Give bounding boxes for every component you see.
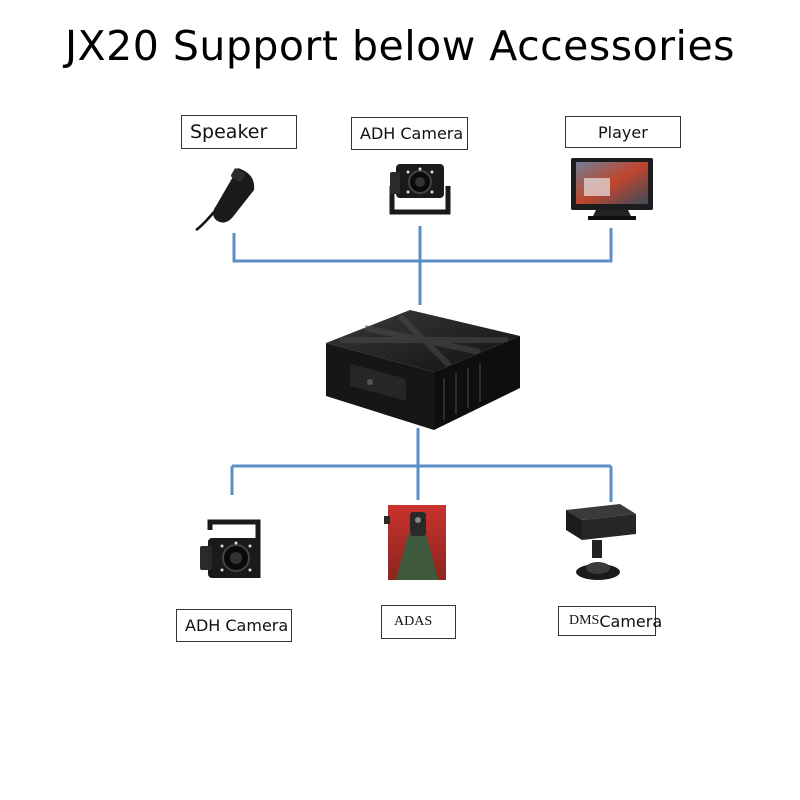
dms-suffix: Camera (599, 611, 663, 631)
top-connector (232, 226, 613, 305)
adas-camera-icon (384, 505, 446, 580)
bottom-connector (230, 428, 613, 502)
label-speaker: Speaker (181, 115, 297, 149)
label-adh-camera-bottom: ADH Camera (176, 609, 292, 642)
adh-camera-top-icon (389, 164, 451, 215)
adh-camera-bottom-icon (200, 519, 261, 578)
label-adas: ADAS (381, 605, 456, 639)
label-player: Player (565, 116, 681, 148)
speaker-icon (195, 168, 255, 232)
dms-prefix: DMS (569, 613, 600, 628)
player-monitor-icon (571, 158, 653, 220)
dvr-device-icon (326, 310, 520, 430)
dms-camera-icon (566, 504, 636, 580)
label-adh-camera-top: ADH Camera (351, 117, 468, 150)
page-title: JX20 Support below Accessories (64, 22, 736, 70)
